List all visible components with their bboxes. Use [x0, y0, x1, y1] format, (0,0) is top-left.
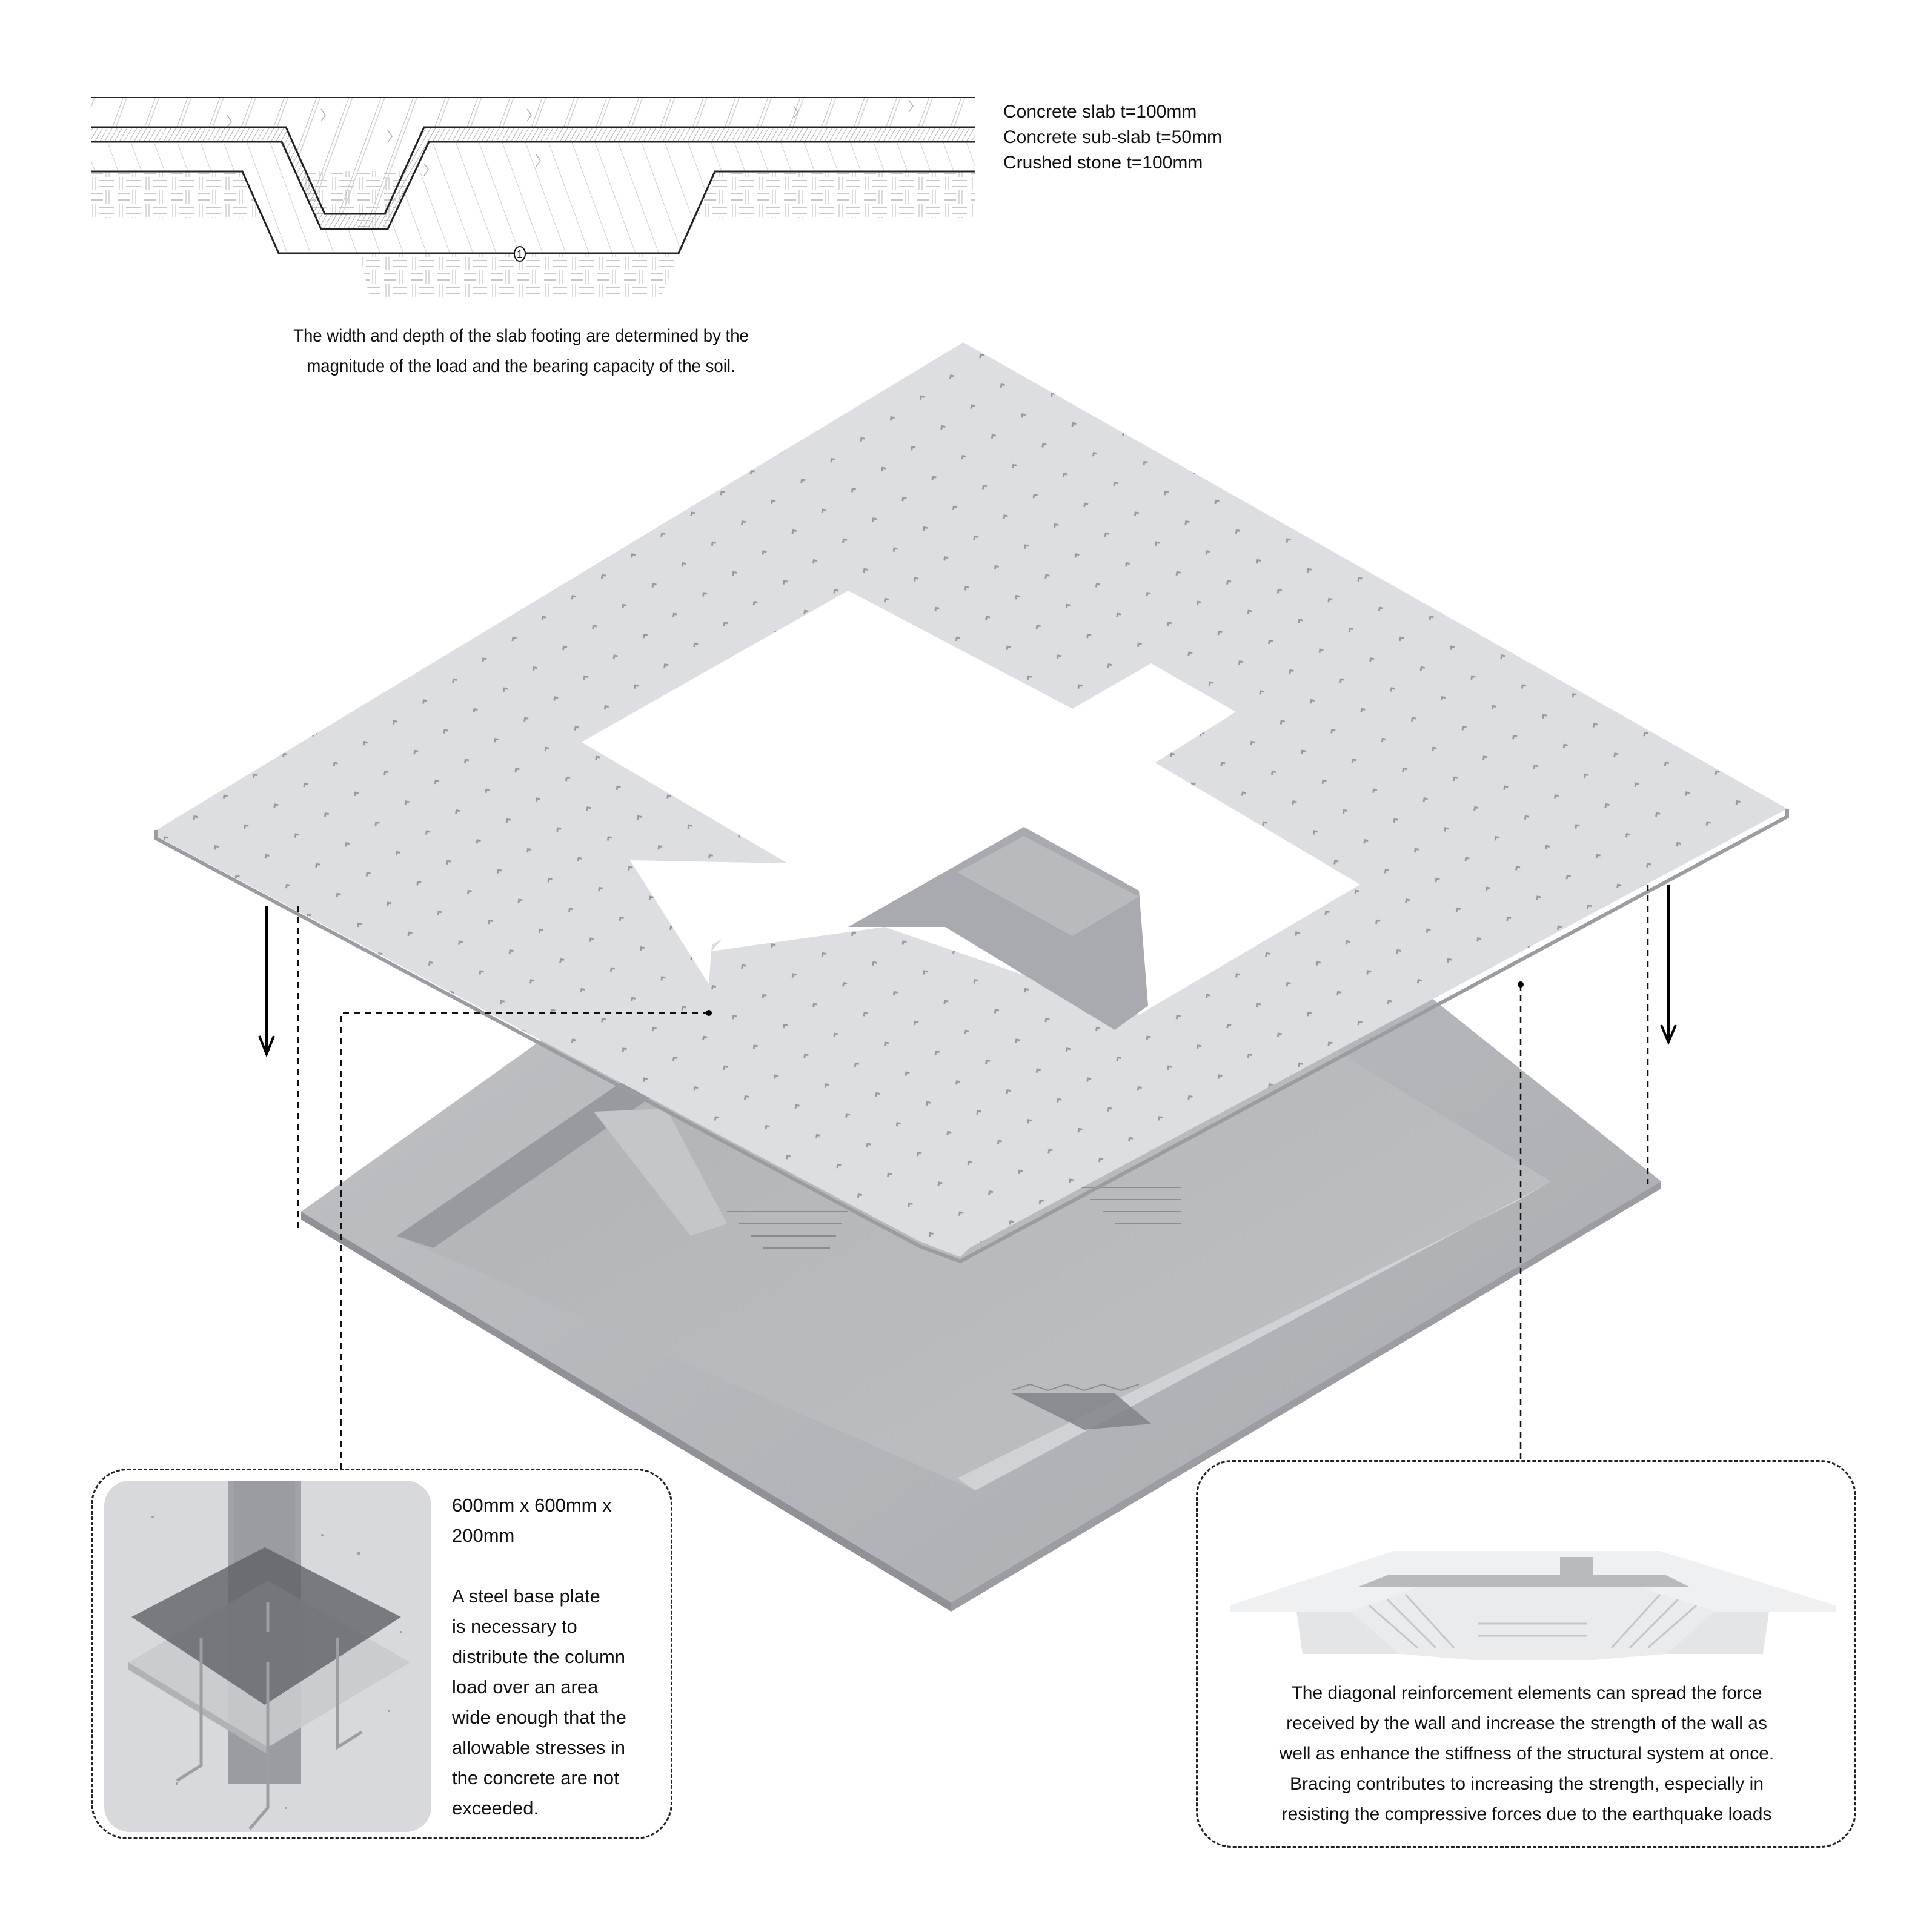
base-plate-description: 600mm x 600mm x 200mm A steel base plate… [452, 1490, 658, 1824]
diagonal-bracing-section-render [1230, 1551, 1836, 1660]
leader-dot [1518, 981, 1524, 988]
leader-dot [706, 1010, 712, 1016]
arrow-down-icon [258, 906, 275, 1058]
base-plate-dimensions: 600mm x 600mm x 200mm [452, 1495, 612, 1546]
base-plate-text: A steel base plate is necessary to distr… [452, 1585, 626, 1819]
steel-base-plate-render [104, 1481, 431, 1832]
section-marker-1: 1 [514, 246, 526, 262]
leader-lines [297, 885, 1649, 1469]
callout-base-plate [91, 1469, 672, 1839]
intro-caption-line-1: The width and depth of the slab footing … [293, 326, 749, 346]
intro-caption: The width and depth of the slab footing … [253, 321, 788, 382]
legend-concrete-slab: Concrete slab t=100mm [1003, 102, 1197, 122]
upper-floor-slab [154, 342, 1789, 1264]
intro-caption-line-2: magnitude of the load and the bearing ca… [307, 356, 735, 376]
bracing-description: The diagonal reinforcement elements can … [1279, 1683, 1774, 1824]
legend-concrete-sub-slab: Concrete sub-slab t=50mm [1003, 127, 1222, 147]
arrow-down-icon [1660, 885, 1677, 1046]
slab-footing-section-drawing: 1 [91, 97, 975, 297]
svg-text:1: 1 [517, 248, 523, 261]
callout-diagonal-bracing [1196, 1460, 1856, 1848]
layer-legend: Concrete slab t=100mm Concrete sub-slab … [1003, 99, 1222, 176]
legend-crushed-stone: Crushed stone t=100mm [1003, 153, 1203, 173]
